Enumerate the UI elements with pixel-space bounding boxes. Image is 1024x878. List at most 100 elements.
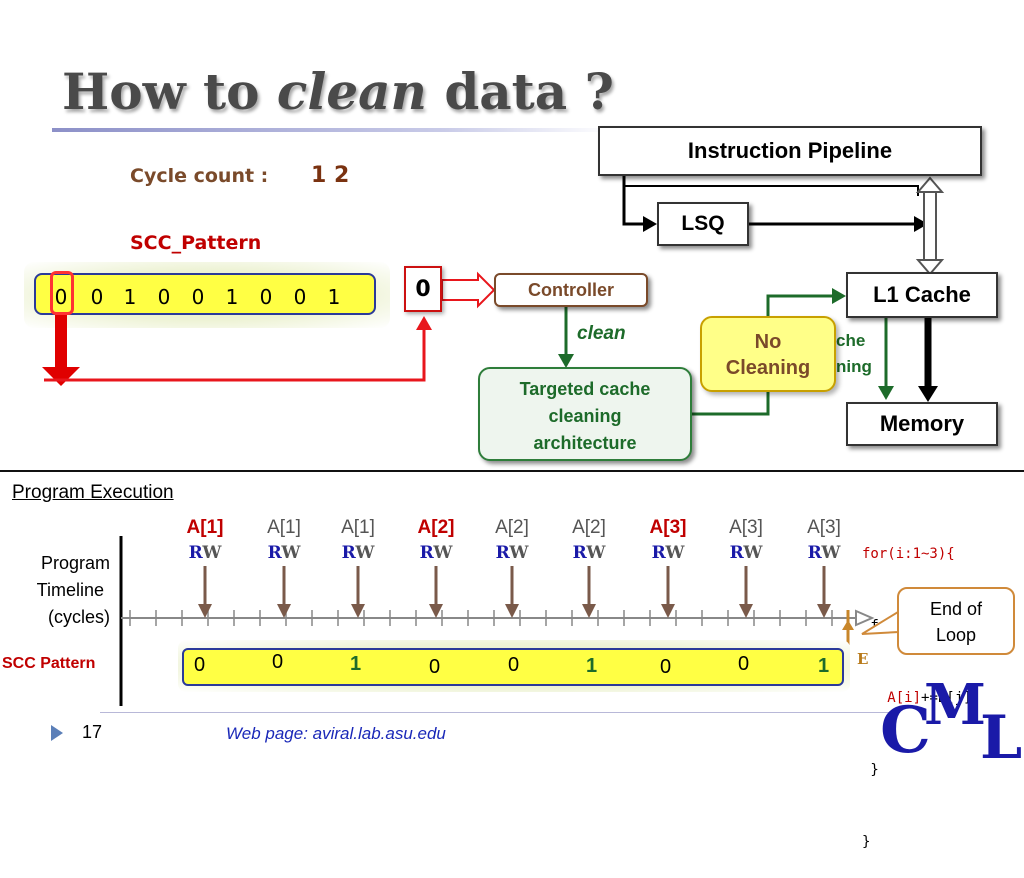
l1-to-memory-green-arrowhead bbox=[878, 386, 894, 400]
access-arrowhead bbox=[277, 604, 291, 618]
end-of-loop-callout: End of Loop bbox=[897, 587, 1015, 655]
read-marker: R bbox=[651, 543, 666, 563]
timeline-label-line: Program bbox=[40, 553, 110, 573]
access-arrowhead bbox=[505, 604, 519, 618]
scc-row-value: 1 bbox=[350, 653, 362, 675]
access-arrowhead bbox=[429, 604, 443, 618]
pattern-bit: 1 bbox=[327, 285, 341, 309]
scc-row-value: 0 bbox=[508, 654, 520, 676]
read-marker: R bbox=[188, 543, 203, 563]
read-marker: R bbox=[807, 543, 822, 563]
top-connectors bbox=[42, 176, 945, 416]
scc-pattern-label: SCC_Pattern bbox=[130, 232, 262, 254]
write-marker: W bbox=[586, 543, 606, 563]
code-highlight: A[i] bbox=[887, 690, 922, 706]
tcc-to-l1-arrowhead bbox=[832, 288, 846, 304]
read-marker: R bbox=[341, 543, 356, 563]
access-label: A[2] bbox=[572, 517, 606, 538]
scc-row-value: 0 bbox=[738, 653, 750, 675]
title-part-2: data ? bbox=[426, 62, 614, 121]
no-cleaning-line: Cleaning bbox=[725, 357, 811, 379]
access-label: A[1] bbox=[186, 517, 224, 538]
scc-row-value: 1 bbox=[818, 655, 830, 677]
current-bit-value: 0 bbox=[415, 277, 431, 302]
program-execution-label: Program Execution bbox=[12, 482, 174, 503]
access-label: A[3] bbox=[649, 517, 687, 538]
targeted-cache-cleaning-box: Targeted cache cleaning architecture bbox=[478, 367, 692, 461]
write-marker: W bbox=[509, 543, 529, 563]
tcc-line: Targeted cache bbox=[519, 379, 651, 399]
read-marker: R bbox=[419, 543, 434, 563]
access-label: A[1] bbox=[267, 517, 301, 538]
cycle-count-value: 1 2 bbox=[311, 163, 350, 188]
write-marker: W bbox=[665, 543, 685, 563]
scc-pattern-register: 0 0 1 0 0 1 0 0 1 bbox=[34, 273, 376, 315]
read-write-label: RW bbox=[249, 543, 319, 563]
write-marker: W bbox=[433, 543, 453, 563]
web-page-link[interactable]: Web page: aviral.lab.asu.edu bbox=[226, 724, 446, 743]
title-part-1: How to bbox=[62, 62, 277, 121]
code-line: A[i]+=B[j] bbox=[862, 686, 971, 710]
end-of-loop-line: Loop bbox=[935, 625, 977, 645]
timeline-drawing bbox=[119, 536, 875, 706]
access-label: A[2] bbox=[495, 517, 529, 538]
cycle-count-label: Cycle count : bbox=[130, 165, 269, 187]
code-line: } bbox=[862, 830, 972, 854]
read-marker: R bbox=[729, 543, 744, 563]
read-write-label: RW bbox=[477, 543, 547, 563]
svg-text:C: C bbox=[880, 693, 931, 766]
timeline-arrowhead bbox=[855, 609, 875, 627]
access-arrows bbox=[198, 566, 831, 618]
write-marker: W bbox=[743, 543, 763, 563]
read-marker: R bbox=[572, 543, 587, 563]
write-marker: W bbox=[821, 543, 841, 563]
scc-pattern-row bbox=[182, 648, 844, 686]
scc-row-value: 0 bbox=[272, 651, 284, 673]
timeline-label-line: Timeline bbox=[36, 580, 104, 600]
no-cleaning-line: No bbox=[754, 331, 782, 353]
end-marker-arrowhead bbox=[842, 620, 854, 630]
read-write-label: RW bbox=[711, 543, 781, 563]
shift-down-arrow bbox=[42, 315, 80, 386]
feedback-arrowhead bbox=[416, 316, 432, 330]
pattern-bit: 0 bbox=[90, 285, 104, 309]
pattern-bit: 0 bbox=[54, 285, 68, 309]
title-emphasis: clean bbox=[276, 62, 427, 121]
slide-number: 17 bbox=[82, 722, 103, 742]
scc-row-value: 1 bbox=[586, 655, 598, 677]
read-write-label: RW bbox=[170, 543, 240, 563]
lsq-to-bus-arrowhead bbox=[914, 216, 928, 232]
title-underline bbox=[52, 128, 612, 132]
svg-text:M: M bbox=[924, 672, 986, 738]
pattern-bit: 0 bbox=[157, 285, 171, 309]
footer-rule bbox=[100, 712, 900, 713]
read-write-label: RW bbox=[554, 543, 624, 563]
cml-logo: C M L bbox=[880, 672, 1022, 766]
callout-pointer bbox=[861, 610, 899, 635]
access-arrowhead bbox=[739, 604, 753, 618]
no-cleaning-callout: No Cleaning bbox=[700, 316, 836, 392]
end-of-loop-line: End of bbox=[929, 599, 983, 619]
write-marker: W bbox=[355, 543, 375, 563]
read-write-label: RW bbox=[401, 543, 471, 563]
section-divider bbox=[0, 470, 1024, 472]
l1-to-memory-arrowhead bbox=[918, 386, 938, 402]
code-line: for(i:1~3){ bbox=[862, 542, 972, 566]
pattern-bit: 1 bbox=[225, 285, 239, 309]
access-label: A[2] bbox=[417, 517, 455, 538]
timeline-ticks bbox=[129, 610, 833, 626]
pipeline-bus-line bbox=[624, 185, 919, 196]
access-label: A[1] bbox=[341, 517, 375, 538]
access-arrowhead bbox=[351, 604, 365, 618]
tcc-line: cleaning bbox=[548, 406, 622, 426]
lsq-box: LSQ bbox=[657, 202, 749, 246]
code-text: } bbox=[862, 834, 871, 850]
scc-row-value: 0 bbox=[194, 654, 206, 676]
access-arrowhead bbox=[582, 604, 596, 618]
timeline-label-line: (cycles) bbox=[48, 607, 110, 627]
tcc-line: architecture bbox=[533, 433, 637, 453]
read-write-label: RW bbox=[789, 543, 859, 563]
memory-box: Memory bbox=[846, 402, 998, 446]
scc-row-value: 0 bbox=[429, 656, 441, 678]
read-write-label: RW bbox=[323, 543, 393, 563]
